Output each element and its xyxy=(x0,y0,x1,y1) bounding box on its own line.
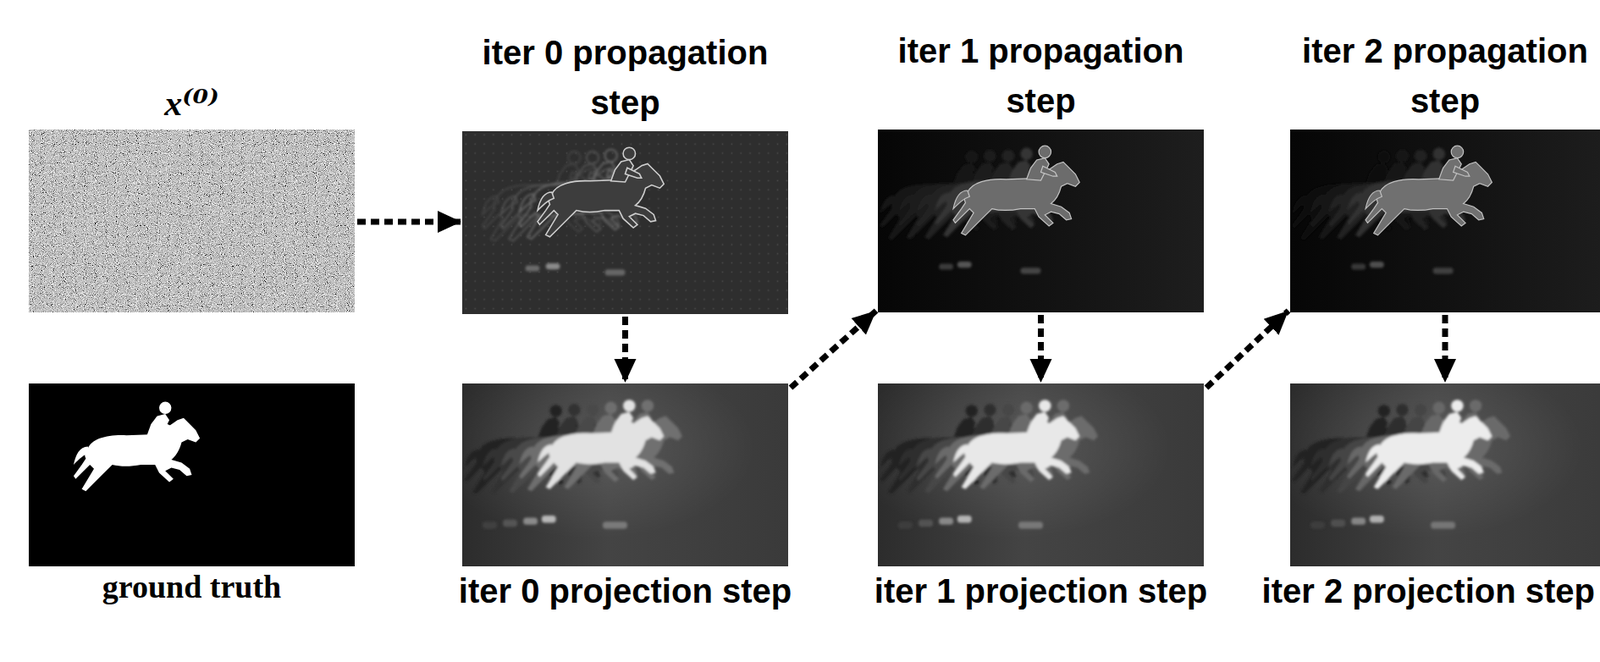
dashed-arrow xyxy=(1037,314,1044,383)
propagation-image xyxy=(1290,129,1600,313)
horse-ghosts xyxy=(463,399,682,495)
image-panel: iter 2 projection step xyxy=(1290,383,1600,567)
dashed-arrow xyxy=(1442,314,1449,383)
bottom-blobs xyxy=(1310,515,1456,530)
image-glow xyxy=(462,383,789,567)
propagation-image xyxy=(462,131,789,315)
image-background xyxy=(877,383,1204,567)
image-panel: iter 1 projection step xyxy=(877,383,1204,567)
image-glow xyxy=(877,383,1204,567)
dashed-arrow xyxy=(790,310,877,388)
panel-label: iter 1 propagation step xyxy=(871,26,1211,127)
image-background xyxy=(1290,129,1600,313)
horse-ghosts xyxy=(1291,399,1511,495)
image-background xyxy=(1290,383,1600,567)
panel-label: iter 1 projection step xyxy=(871,566,1211,617)
image-panel: iter 0 propagation step xyxy=(462,131,789,315)
horse-ghosts xyxy=(879,399,1098,495)
horse-edges xyxy=(537,147,664,238)
noise-field xyxy=(28,129,355,313)
image-panel: x⁽⁰⁾ xyxy=(28,129,355,313)
image-panel: ground truth xyxy=(28,383,355,567)
image-glow xyxy=(1290,383,1600,567)
dashed-arrow xyxy=(357,219,462,226)
bottom-blobs xyxy=(938,261,1041,274)
panel-label: iter 2 projection step xyxy=(1258,566,1598,617)
propagation-image xyxy=(877,129,1204,313)
image-background xyxy=(462,383,789,567)
panel-label: ground truth xyxy=(28,566,355,607)
horse-shape xyxy=(1365,145,1492,236)
bottom-blobs xyxy=(482,515,628,530)
projection-image xyxy=(462,383,789,567)
image-panel: iter 2 propagation step xyxy=(1290,129,1600,313)
bottom-blobs xyxy=(1351,261,1453,274)
grid-texture xyxy=(462,131,789,315)
bottom-blobs xyxy=(525,263,626,276)
image-background xyxy=(877,129,1204,313)
panel-label: iter 0 propagation step xyxy=(456,27,795,128)
mask-image xyxy=(28,383,355,567)
image-panel: iter 1 propagation step xyxy=(877,129,1204,313)
dashed-arrow xyxy=(622,316,629,383)
image-panel: iter 0 projection step xyxy=(462,383,789,567)
projection-image xyxy=(877,383,1204,567)
mask-background xyxy=(28,383,355,567)
noise-image xyxy=(28,129,355,313)
image-background xyxy=(462,131,789,315)
bottom-blobs xyxy=(898,515,1043,530)
panel-label: iter 0 projection step xyxy=(456,566,795,617)
dashed-arrow xyxy=(1206,310,1289,388)
horse-shape xyxy=(953,145,1080,236)
panel-label: x⁽⁰⁾ xyxy=(65,82,320,125)
projection-image xyxy=(1290,383,1600,567)
horse-mask xyxy=(73,402,200,492)
panel-label: iter 2 propagation step xyxy=(1275,26,1600,127)
